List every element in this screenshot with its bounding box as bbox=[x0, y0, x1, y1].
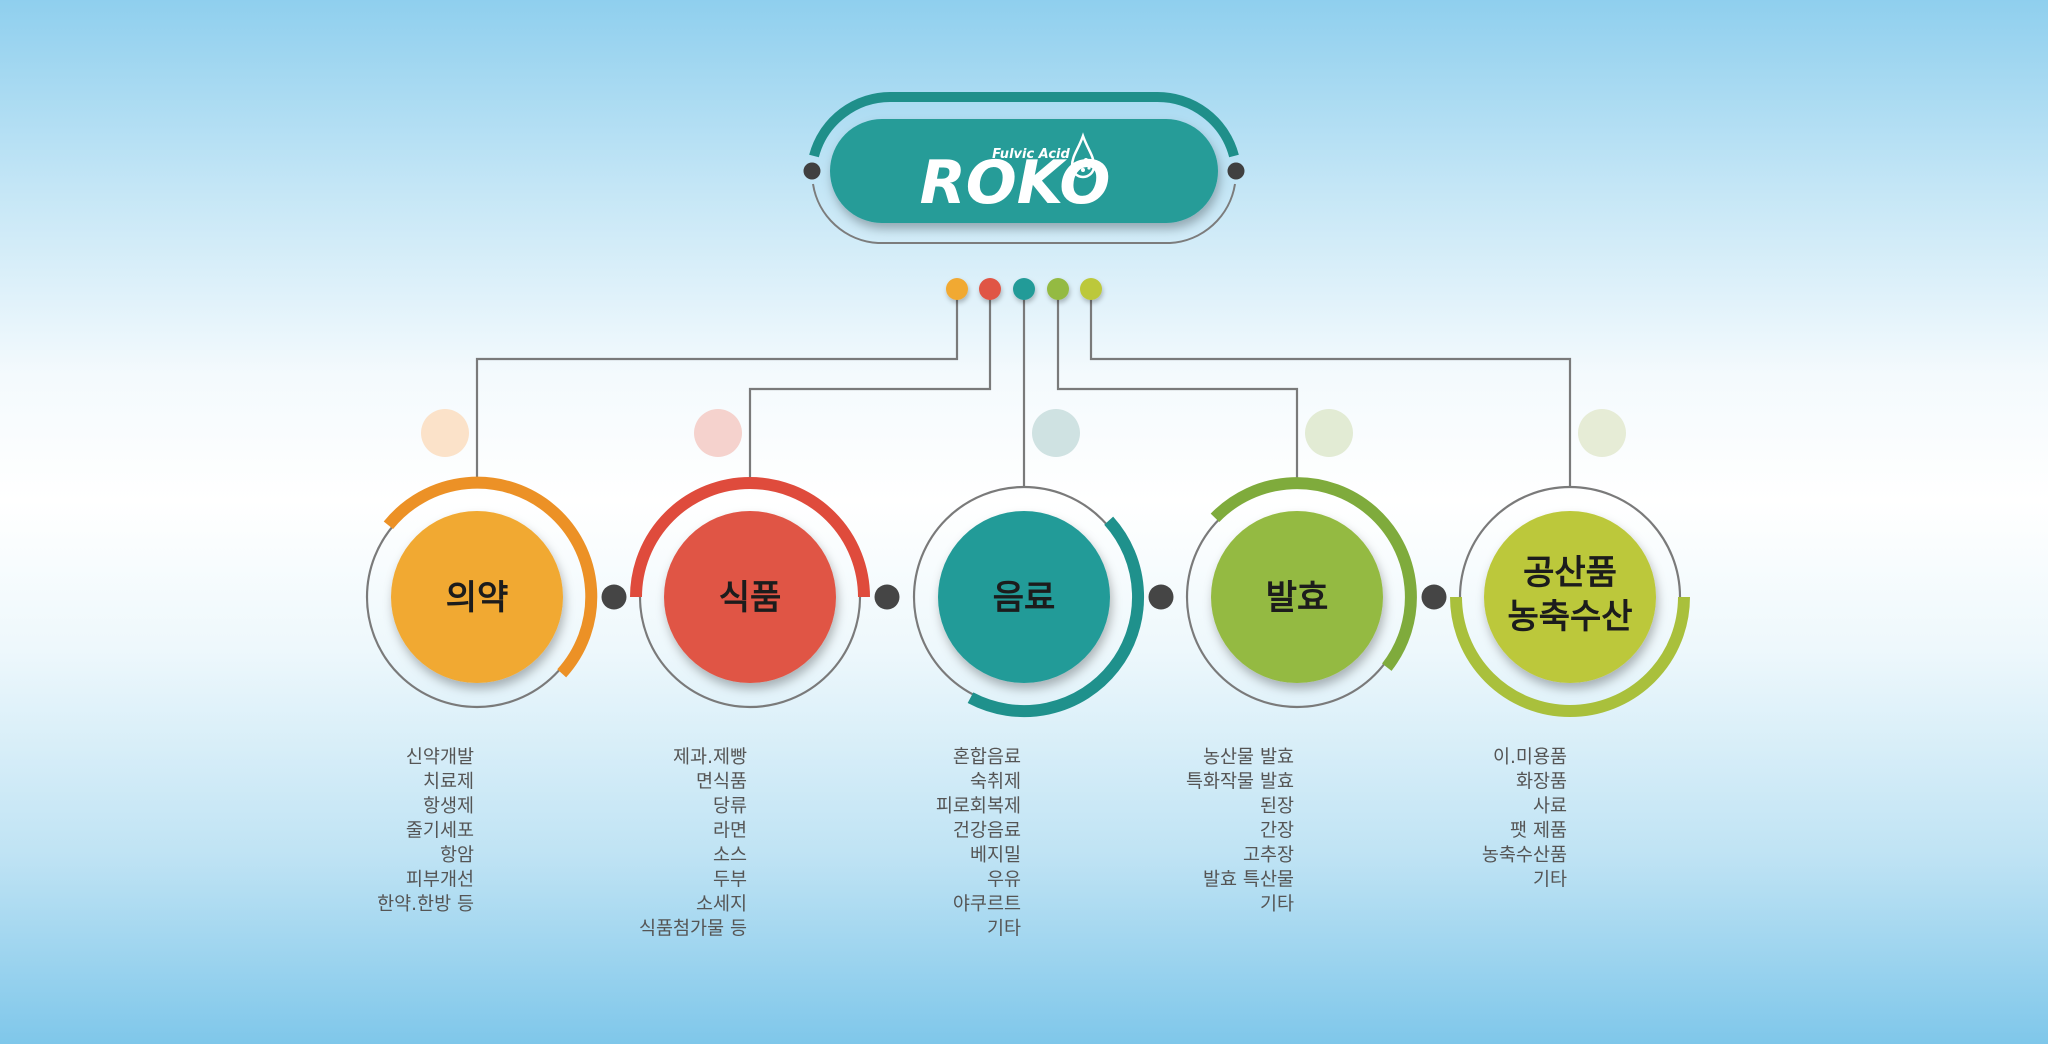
category-item: 팻 제품 bbox=[1510, 821, 1567, 842]
logo-right-dot bbox=[1227, 162, 1245, 180]
decorative-circle bbox=[694, 409, 742, 457]
category-item: 제과.제빵 bbox=[673, 747, 747, 768]
category-item: 신약개발 bbox=[406, 747, 474, 768]
decorative-circle bbox=[1578, 409, 1626, 457]
category-item: 두부 bbox=[713, 870, 747, 891]
accent-arc bbox=[1210, 477, 1417, 671]
category-item: 이.미용품 bbox=[1493, 747, 1567, 768]
category-item: 피로회복제 bbox=[936, 796, 1021, 817]
category-circle bbox=[1211, 511, 1383, 683]
category-item: 사료 bbox=[1533, 796, 1567, 817]
category-label: 의약 bbox=[446, 578, 509, 618]
category-item: 화장품 bbox=[1516, 772, 1567, 793]
category-circle bbox=[1484, 511, 1656, 683]
accent-arc bbox=[383, 476, 598, 678]
category-item: 라면 bbox=[713, 821, 747, 842]
category-item: 당류 bbox=[713, 796, 747, 817]
connector-line bbox=[1089, 289, 1572, 487]
category-item: 간장 bbox=[1260, 821, 1294, 842]
category-item: 발효 특산물 bbox=[1203, 870, 1294, 891]
category-item: 우유 bbox=[987, 870, 1021, 891]
category-item: 혼합음료 bbox=[953, 747, 1021, 768]
separator-dot bbox=[874, 584, 900, 610]
category-item: 기타 bbox=[1533, 870, 1567, 891]
branch-dot bbox=[946, 278, 968, 300]
logo-pill bbox=[830, 119, 1218, 223]
category-circle bbox=[664, 511, 836, 683]
category-label: 발효 bbox=[1266, 578, 1329, 618]
category-item: 특화작물 발효 bbox=[1186, 772, 1294, 793]
connector-line bbox=[475, 289, 959, 487]
logo-left-dot bbox=[803, 162, 821, 180]
category-item: 농축수산품 bbox=[1482, 845, 1567, 866]
connector-line bbox=[748, 289, 992, 487]
category-circle bbox=[938, 511, 1110, 683]
separator-dot bbox=[1148, 584, 1174, 610]
category-item: 기타 bbox=[987, 919, 1021, 940]
category-item: 베지밀 bbox=[970, 845, 1021, 866]
category-node: 발효 bbox=[1185, 477, 1417, 709]
separator-dot bbox=[1421, 584, 1447, 610]
category-item: 기타 bbox=[1260, 894, 1294, 915]
category-label: 음료 bbox=[993, 578, 1056, 618]
logo-wordmark: ROKO bbox=[920, 148, 1111, 218]
logo-bottom-ring bbox=[812, 183, 1236, 244]
category-label: 농축수산 bbox=[1507, 597, 1632, 637]
category-item: 치료제 bbox=[423, 772, 474, 793]
category-item: 농산물 발효 bbox=[1203, 747, 1294, 768]
connector-lines bbox=[475, 289, 1572, 487]
decorative-circle bbox=[1305, 409, 1353, 457]
category-label: 식품 bbox=[719, 578, 782, 618]
category-item: 야쿠르트 bbox=[953, 894, 1021, 915]
category-item: 된장 bbox=[1260, 796, 1294, 817]
junction-dots bbox=[601, 278, 1447, 610]
accent-arc bbox=[1450, 596, 1690, 717]
category-item: 한약.한방 등 bbox=[377, 894, 474, 915]
accent-arc bbox=[967, 516, 1144, 718]
category-item: 소세지 bbox=[696, 894, 747, 915]
branch-dot bbox=[1080, 278, 1102, 300]
category-label: 공산품 bbox=[1523, 553, 1617, 593]
category-node: 음료 bbox=[912, 485, 1144, 718]
category-item: 항생제 bbox=[423, 796, 474, 817]
logo-capsule: ROKO Fulvic Acid bbox=[803, 91, 1245, 244]
category-node: 식품 bbox=[630, 477, 870, 709]
category-item: 피부개선 bbox=[406, 870, 474, 891]
category-item: 항암 bbox=[440, 845, 474, 866]
branch-dot bbox=[979, 278, 1001, 300]
decorative-circle bbox=[1032, 409, 1080, 457]
separator-dot bbox=[601, 584, 627, 610]
category-item: 식품첨가물 등 bbox=[639, 919, 747, 940]
category-item: 소스 bbox=[713, 845, 747, 866]
category-item: 건강음료 bbox=[953, 821, 1021, 842]
branch-dot bbox=[1013, 278, 1035, 300]
category-item: 숙취제 bbox=[970, 772, 1021, 793]
accent-arc bbox=[630, 477, 870, 598]
category-item: 고추장 bbox=[1243, 845, 1294, 866]
category-node: 의약 bbox=[365, 476, 598, 709]
category-item: 면식품 bbox=[696, 772, 747, 793]
water-drop-icon bbox=[1070, 132, 1096, 179]
connector-line bbox=[1056, 289, 1299, 487]
logo-top-ring bbox=[809, 91, 1239, 158]
category-circle bbox=[391, 511, 563, 683]
branch-dot bbox=[1047, 278, 1069, 300]
logo-tagline: Fulvic Acid bbox=[992, 147, 1070, 162]
category-item: 줄기세포 bbox=[406, 821, 474, 842]
decorative-circle bbox=[421, 409, 469, 457]
